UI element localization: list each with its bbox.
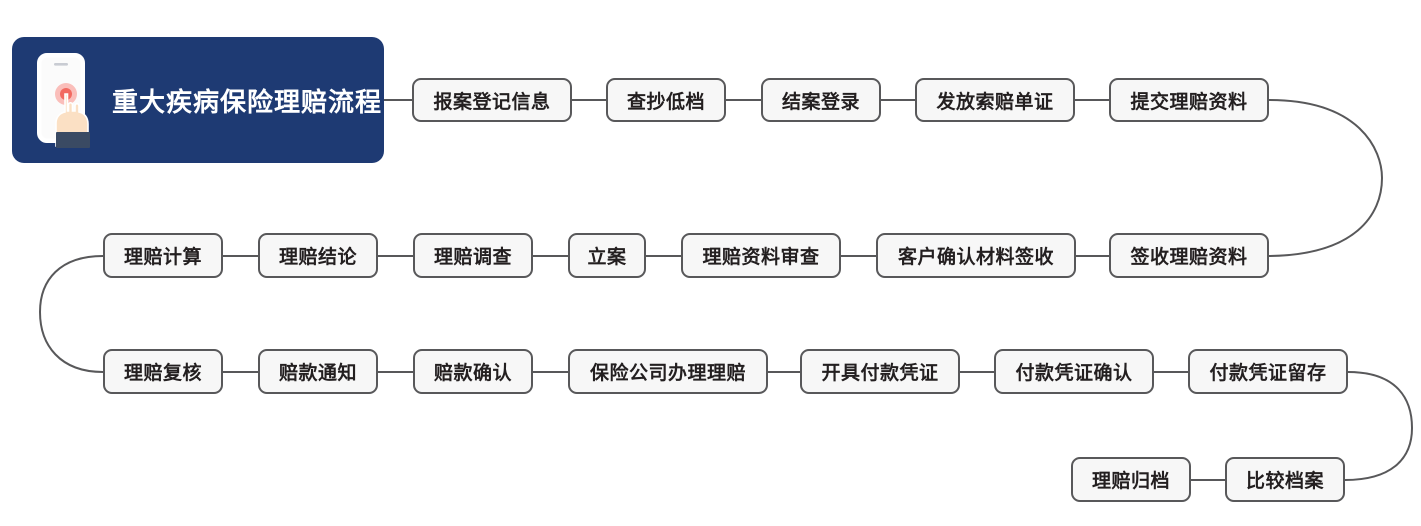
- flow-node[interactable]: 提交理赔资料: [1109, 78, 1269, 122]
- flow-node[interactable]: 报案登记信息: [412, 78, 572, 122]
- flow-node[interactable]: 查抄低档: [606, 78, 726, 122]
- diagram-title-block: 重大疾病保险理赔流程: [12, 37, 384, 163]
- flow-node[interactable]: 理赔计算: [103, 233, 223, 278]
- flow-node[interactable]: 赔款通知: [258, 349, 378, 394]
- flow-node[interactable]: 付款凭证确认: [994, 349, 1154, 394]
- flow-node[interactable]: 发放索赔单证: [915, 78, 1075, 122]
- flow-node[interactable]: 结案登录: [761, 78, 881, 122]
- page-title: 重大疾病保险理赔流程: [112, 86, 383, 117]
- flow-node[interactable]: 赔款确认: [413, 349, 533, 394]
- flow-node[interactable]: 比较档案: [1225, 457, 1345, 502]
- flow-node[interactable]: 签收理赔资料: [1109, 233, 1269, 278]
- flow-node[interactable]: 理赔复核: [103, 349, 223, 394]
- flow-node[interactable]: 理赔结论: [258, 233, 378, 278]
- flow-node[interactable]: 客户确认材料签收: [876, 233, 1076, 278]
- flow-node[interactable]: 理赔归档: [1071, 457, 1191, 502]
- flow-node[interactable]: 付款凭证留存: [1188, 349, 1348, 394]
- flow-node[interactable]: 理赔资料审查: [681, 233, 841, 278]
- phone-tap-icon: [37, 53, 90, 148]
- flow-node[interactable]: 理赔调查: [413, 233, 533, 278]
- flow-node[interactable]: 开具付款凭证: [800, 349, 960, 394]
- flow-node[interactable]: 保险公司办理理赔: [568, 349, 768, 394]
- flow-node[interactable]: 立案: [568, 233, 646, 278]
